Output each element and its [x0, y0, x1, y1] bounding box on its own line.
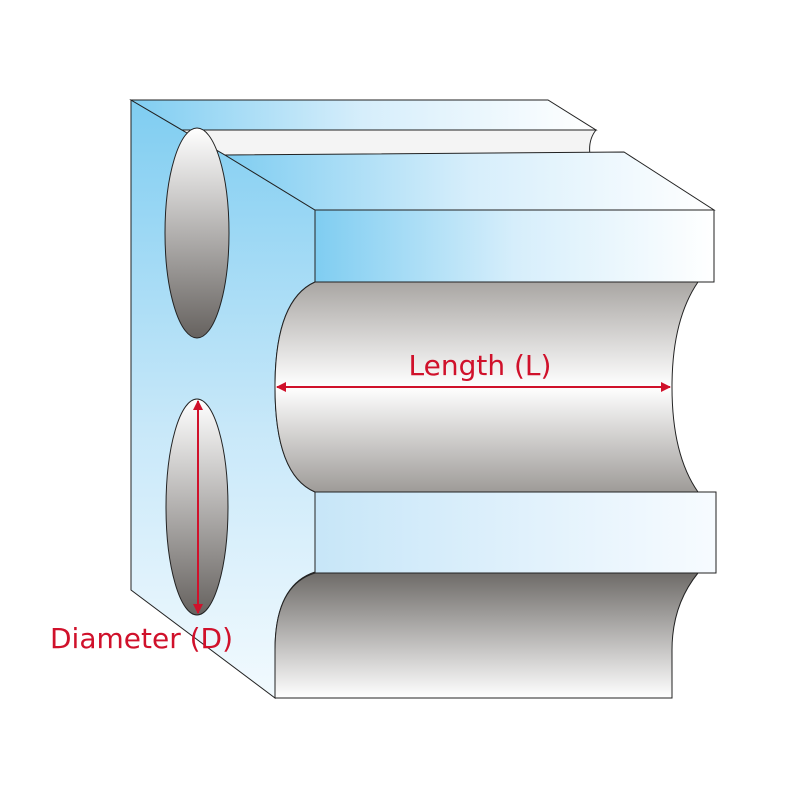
front-slab-face — [314, 209, 715, 283]
length-label: Length (L) — [409, 349, 552, 382]
back-slab-front — [180, 129, 598, 156]
back-slab-top — [129, 99, 598, 131]
upper-hole — [164, 127, 230, 339]
middle-slab-face — [314, 491, 717, 574]
diameter-label: Diameter (D) — [50, 622, 233, 655]
lower-bore — [274, 572, 700, 699]
